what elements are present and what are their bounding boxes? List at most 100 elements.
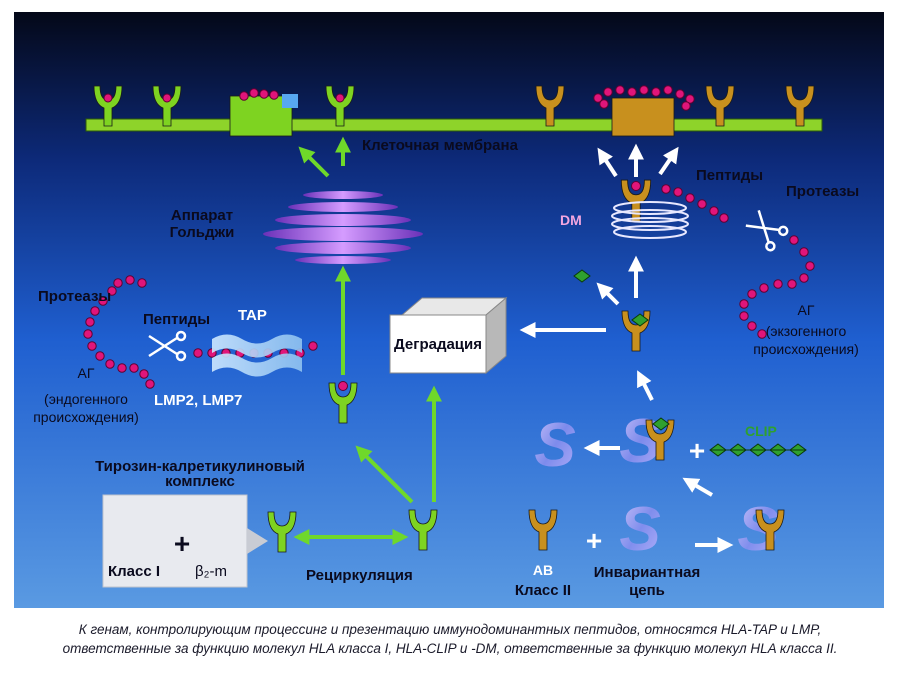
arrow-diag-golgi	[298, 146, 330, 178]
class2-molecule-membrane-shape	[535, 85, 565, 127]
peptide-dot	[599, 99, 609, 109]
arrow-recycle-er	[355, 445, 414, 504]
class2-molecule-membrane	[535, 85, 565, 127]
peptide-dot	[103, 93, 113, 103]
invariant-label-2: цепь	[629, 582, 665, 599]
cell-membrane	[85, 118, 823, 132]
peptide-dot	[338, 381, 348, 391]
ag-endo-label-1: АГ	[78, 365, 95, 381]
tap-label: TAP	[238, 307, 267, 324]
peptide-chain-exogenous	[739, 311, 749, 321]
golgi-apparatus	[263, 191, 423, 264]
ag-endo-label-2: (эндогенного	[44, 391, 128, 407]
clip-diamond	[573, 269, 591, 283]
scissors-icon	[148, 330, 187, 362]
class2-molecule-membrane	[705, 85, 735, 127]
plus-sign-2: +	[689, 435, 705, 466]
clip-label: CLIP	[745, 423, 777, 439]
scissors-icon	[745, 209, 789, 252]
class2-molecule-membrane	[785, 85, 815, 127]
peptide-dot	[685, 193, 695, 203]
caption-line-1: К генам, контролирующим процессинг и пре…	[78, 622, 822, 637]
class1-molecule-recycling-shape	[408, 509, 438, 551]
peptide-chain-exogenous	[805, 261, 815, 271]
clip-diamond	[631, 313, 649, 327]
ag-exo-label-2: (экзогенного	[766, 323, 847, 339]
degradation-box	[389, 296, 508, 375]
peptide-dot	[663, 85, 673, 95]
class2-molecule-invariant	[645, 419, 675, 461]
class1-molecule-er-shape	[328, 382, 358, 424]
class1-molecule-recycling	[408, 509, 438, 551]
peptide-dot	[615, 85, 625, 95]
class1-molecule-recycling	[267, 511, 297, 553]
golgi-label-2: Гольджи	[170, 224, 235, 241]
peptide-dot	[661, 184, 671, 194]
class2-molecule-membrane-shape	[705, 85, 735, 127]
peptide-dot	[259, 89, 269, 99]
invariant-label-1: Инвариантная	[594, 564, 701, 581]
peptide-chain-exogenous	[789, 235, 799, 245]
class2-molecule-dm-shape	[620, 179, 652, 223]
tyrosine-label-2: комплекс	[165, 473, 235, 490]
peptide-chain-exogenous	[757, 329, 767, 339]
peptide-chain-endogenous	[129, 363, 139, 373]
class2-molecule-complex	[755, 509, 785, 551]
invariant-chain: S	[534, 411, 575, 480]
peptide-chain-exogenous	[773, 279, 783, 289]
peptide-dot	[651, 87, 661, 97]
peptide-dot	[673, 187, 683, 197]
ag-exo-label-1: АГ	[798, 302, 815, 318]
class2-molecule-dm	[620, 179, 652, 223]
peptide-chain-endogenous	[105, 359, 115, 369]
class2-cluster	[611, 97, 675, 137]
dm-label: DM	[560, 212, 582, 228]
peptide-chain-endogenous	[90, 306, 100, 316]
peptide-dot	[697, 199, 707, 209]
peptide-chain-endogenous	[107, 286, 117, 296]
peptide-dot	[239, 91, 249, 101]
peptide-dot	[709, 206, 719, 216]
tyrosine-label-1: Тирозин-калретикулиновый	[95, 458, 305, 475]
peptide-chain-exogenous	[799, 247, 809, 257]
ag-exo-label-3: происхождения)	[753, 341, 859, 357]
lmp-label: LMP2, LMP7	[154, 392, 242, 409]
peptide-chain-exogenous	[787, 279, 797, 289]
peptide-chain-endogenous	[83, 329, 93, 339]
peptide-dot	[631, 181, 641, 191]
caption-line-2: ответственные за функцию молекул HLA кла…	[62, 641, 838, 656]
class1-label: Класс I	[108, 563, 160, 580]
invariant-chain: S	[619, 495, 660, 564]
plus-sign: +	[174, 528, 190, 559]
peptide-dot	[627, 87, 637, 97]
peptide-chain-endogenous	[98, 296, 108, 306]
peptide-chain-endogenous	[117, 363, 127, 373]
peptide-chain-endogenous	[139, 369, 149, 379]
peptide-chain-exogenous	[739, 299, 749, 309]
b2m-label: β₂-m	[195, 563, 227, 580]
membrane-label: Клеточная мембрана	[362, 137, 519, 154]
peptide-chain-endogenous	[125, 275, 135, 285]
arrow-to-peptide	[596, 282, 620, 306]
class2-molecule-complex-shape	[755, 509, 785, 551]
figure-caption: К генам, контролирующим процессинг и пре…	[20, 620, 880, 658]
class2-molecule-invariant-shape	[645, 419, 675, 461]
peptide-chain-exogenous	[759, 283, 769, 293]
peptide-chain-endogenous	[85, 317, 95, 327]
class2-molecule-new	[528, 509, 558, 551]
ab-label: AB	[533, 562, 553, 578]
peptide-dot	[685, 94, 695, 104]
plus-sign-3: +	[586, 525, 602, 556]
class1-box	[102, 494, 268, 588]
peptide-dot	[603, 87, 613, 97]
peptide-dot	[681, 101, 691, 111]
arrows	[293, 136, 734, 553]
peptide-chain-exogenous	[799, 273, 809, 283]
peptide-chain-endogenous	[113, 278, 123, 288]
class2-molecule-membrane-shape	[785, 85, 815, 127]
invariant-chain: S	[619, 407, 660, 476]
peptides-left-label: Пептиды	[143, 311, 210, 328]
peptide-chain-endogenous	[95, 351, 105, 361]
